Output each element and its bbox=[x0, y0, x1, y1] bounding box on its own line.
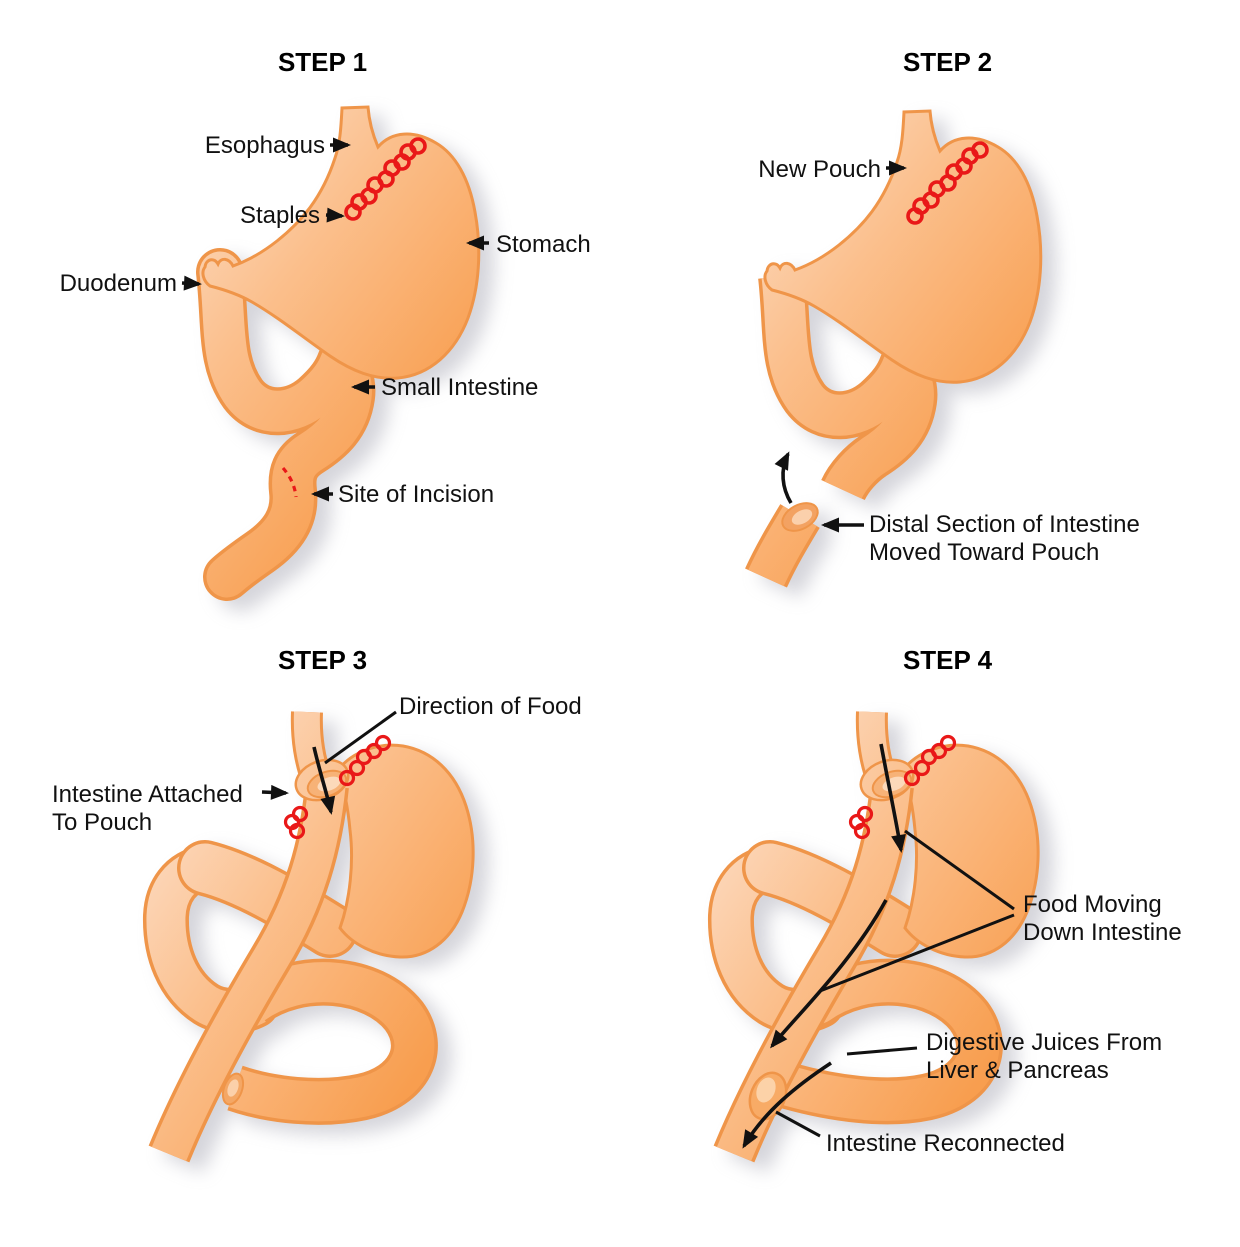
step4-title: STEP 4 bbox=[902, 645, 993, 675]
step1-duodenum-arrow bbox=[181, 275, 202, 291]
step1-title: STEP 1 bbox=[277, 47, 368, 77]
label-digestive-juices: Digestive Juices From Liver & Pancreas bbox=[926, 1029, 1163, 1084]
step4-food-moving-leader-lower bbox=[819, 913, 1015, 993]
step2-stomach-body bbox=[763, 109, 1043, 384]
step2-title: STEP 2 bbox=[902, 47, 993, 77]
label-esophagus: Esophagus bbox=[204, 132, 325, 159]
step2-staple-line bbox=[906, 141, 989, 225]
step4-intestine-reconnected-leader bbox=[775, 1110, 821, 1138]
step3-staple-line-right bbox=[338, 734, 392, 787]
step4-exit-arrow bbox=[742, 1061, 832, 1149]
step2-stomach-illustration bbox=[745, 109, 1043, 588]
step4-anastomosis-highlight bbox=[756, 1077, 776, 1103]
label-distal-section: Distal Section of Intestine Moved Toward… bbox=[869, 511, 1140, 566]
label-stomach: Stomach bbox=[496, 231, 591, 258]
step4-stomach-remnant bbox=[901, 743, 1040, 959]
step4-food-moving-leader-upper bbox=[904, 829, 1015, 911]
step1-staple-line bbox=[344, 137, 427, 221]
step1-stomach-body bbox=[201, 105, 481, 380]
step3-bp-limb-loop bbox=[228, 962, 435, 1122]
step3-intestine-attached-arrow bbox=[261, 784, 289, 800]
step4-bypass-illustration bbox=[707, 711, 1040, 1163]
step4-digestive-juices-leader bbox=[846, 1046, 918, 1056]
step3-food-flow-arrow bbox=[312, 746, 336, 815]
step2-intestine-tube-cut bbox=[761, 273, 934, 500]
step3-title: STEP 3 bbox=[277, 645, 368, 675]
label-small-intestine: Small Intestine bbox=[381, 374, 539, 401]
step3-bypass-illustration bbox=[142, 711, 475, 1163]
step2-move-up-arrow bbox=[774, 451, 793, 504]
label-food-moving: Food Moving Down Intestine bbox=[1023, 891, 1182, 946]
label-direction-of-food: Direction of Food bbox=[399, 693, 582, 720]
step1-staples-arrow bbox=[325, 207, 345, 223]
label-intestine-reconnected: Intestine Reconnected bbox=[826, 1130, 1065, 1157]
step4-staple-line-right bbox=[903, 734, 957, 787]
step3-antrum bbox=[180, 843, 355, 955]
step3-roux-limb bbox=[151, 784, 346, 1162]
step2-distal-opening-highlight bbox=[791, 509, 813, 525]
step3-staple-line-left bbox=[283, 805, 309, 840]
step4-staple-line-left bbox=[848, 805, 874, 840]
step1-incision-dashes bbox=[281, 466, 298, 498]
step3-direction-of-food-leader bbox=[324, 710, 397, 765]
step4-food-down-arrow bbox=[770, 899, 888, 1049]
label-new-pouch: New Pouch bbox=[758, 156, 881, 183]
label-intestine-attached: Intestine Attached To Pouch bbox=[52, 781, 243, 836]
label-duodenum: Duodenum bbox=[59, 270, 177, 297]
step4-antrum bbox=[745, 843, 920, 955]
label-staples: Staples bbox=[239, 202, 320, 229]
step4-pouch-food-arrow bbox=[879, 743, 906, 853]
step3-stomach-remnant bbox=[336, 743, 475, 959]
label-site-of-incision: Site of Incision bbox=[338, 481, 495, 508]
step3-bp-limb-cut-highlight bbox=[227, 1079, 239, 1097]
step4-bp-limb-loop bbox=[769, 962, 1000, 1121]
